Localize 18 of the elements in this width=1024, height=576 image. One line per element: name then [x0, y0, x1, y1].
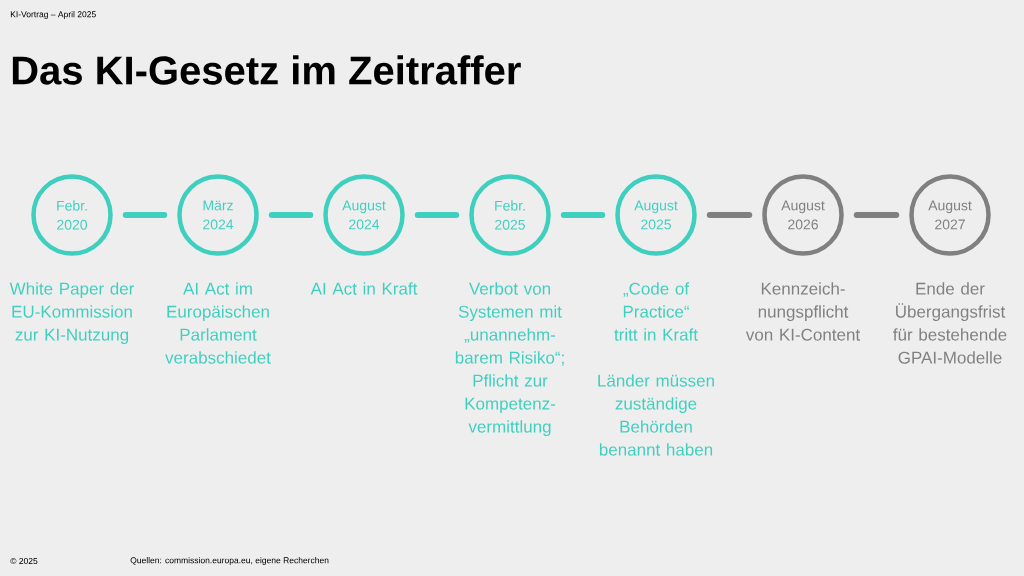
connector-line — [560, 212, 606, 218]
description-text: Kennzeich-nungspflicht von KI-Content — [745, 282, 861, 341]
copyright-text: © 2025 — [10, 558, 38, 564]
description-text: White Paper der EU-Kommission zur KI-Nutzung — [9, 282, 135, 345]
description-text: Ende der Übergangsfrist für bestehende GPAI-Modelle — [893, 282, 1007, 364]
description-text: Länder müssen zuständige Behörden benannt haben — [598, 374, 714, 456]
connector-line — [706, 212, 753, 218]
connector-line — [122, 212, 168, 218]
description-text: AI Act in Kraft — [310, 282, 418, 295]
description-text: „Code of Practice“ tritt in Kraft — [614, 282, 698, 341]
header-text: KI-Vortrag – April 2025 — [10, 11, 96, 19]
slide-title: Das KI-Gesetz im Zeitraffer — [12, 55, 521, 85]
connector-line — [414, 212, 460, 218]
connector-line — [853, 212, 900, 218]
description-text: Verbot von Systemen mit „unannehm-barem Risiko“; Pflicht zur Kompetenz-vermittlung — [455, 282, 564, 437]
connector-line — [268, 212, 314, 218]
description-text: AI Act im Europäischen Parlament verabschiedet — [165, 282, 271, 364]
source-note: Quellen: commission.europa.eu, eigene Recherchen — [130, 557, 329, 565]
